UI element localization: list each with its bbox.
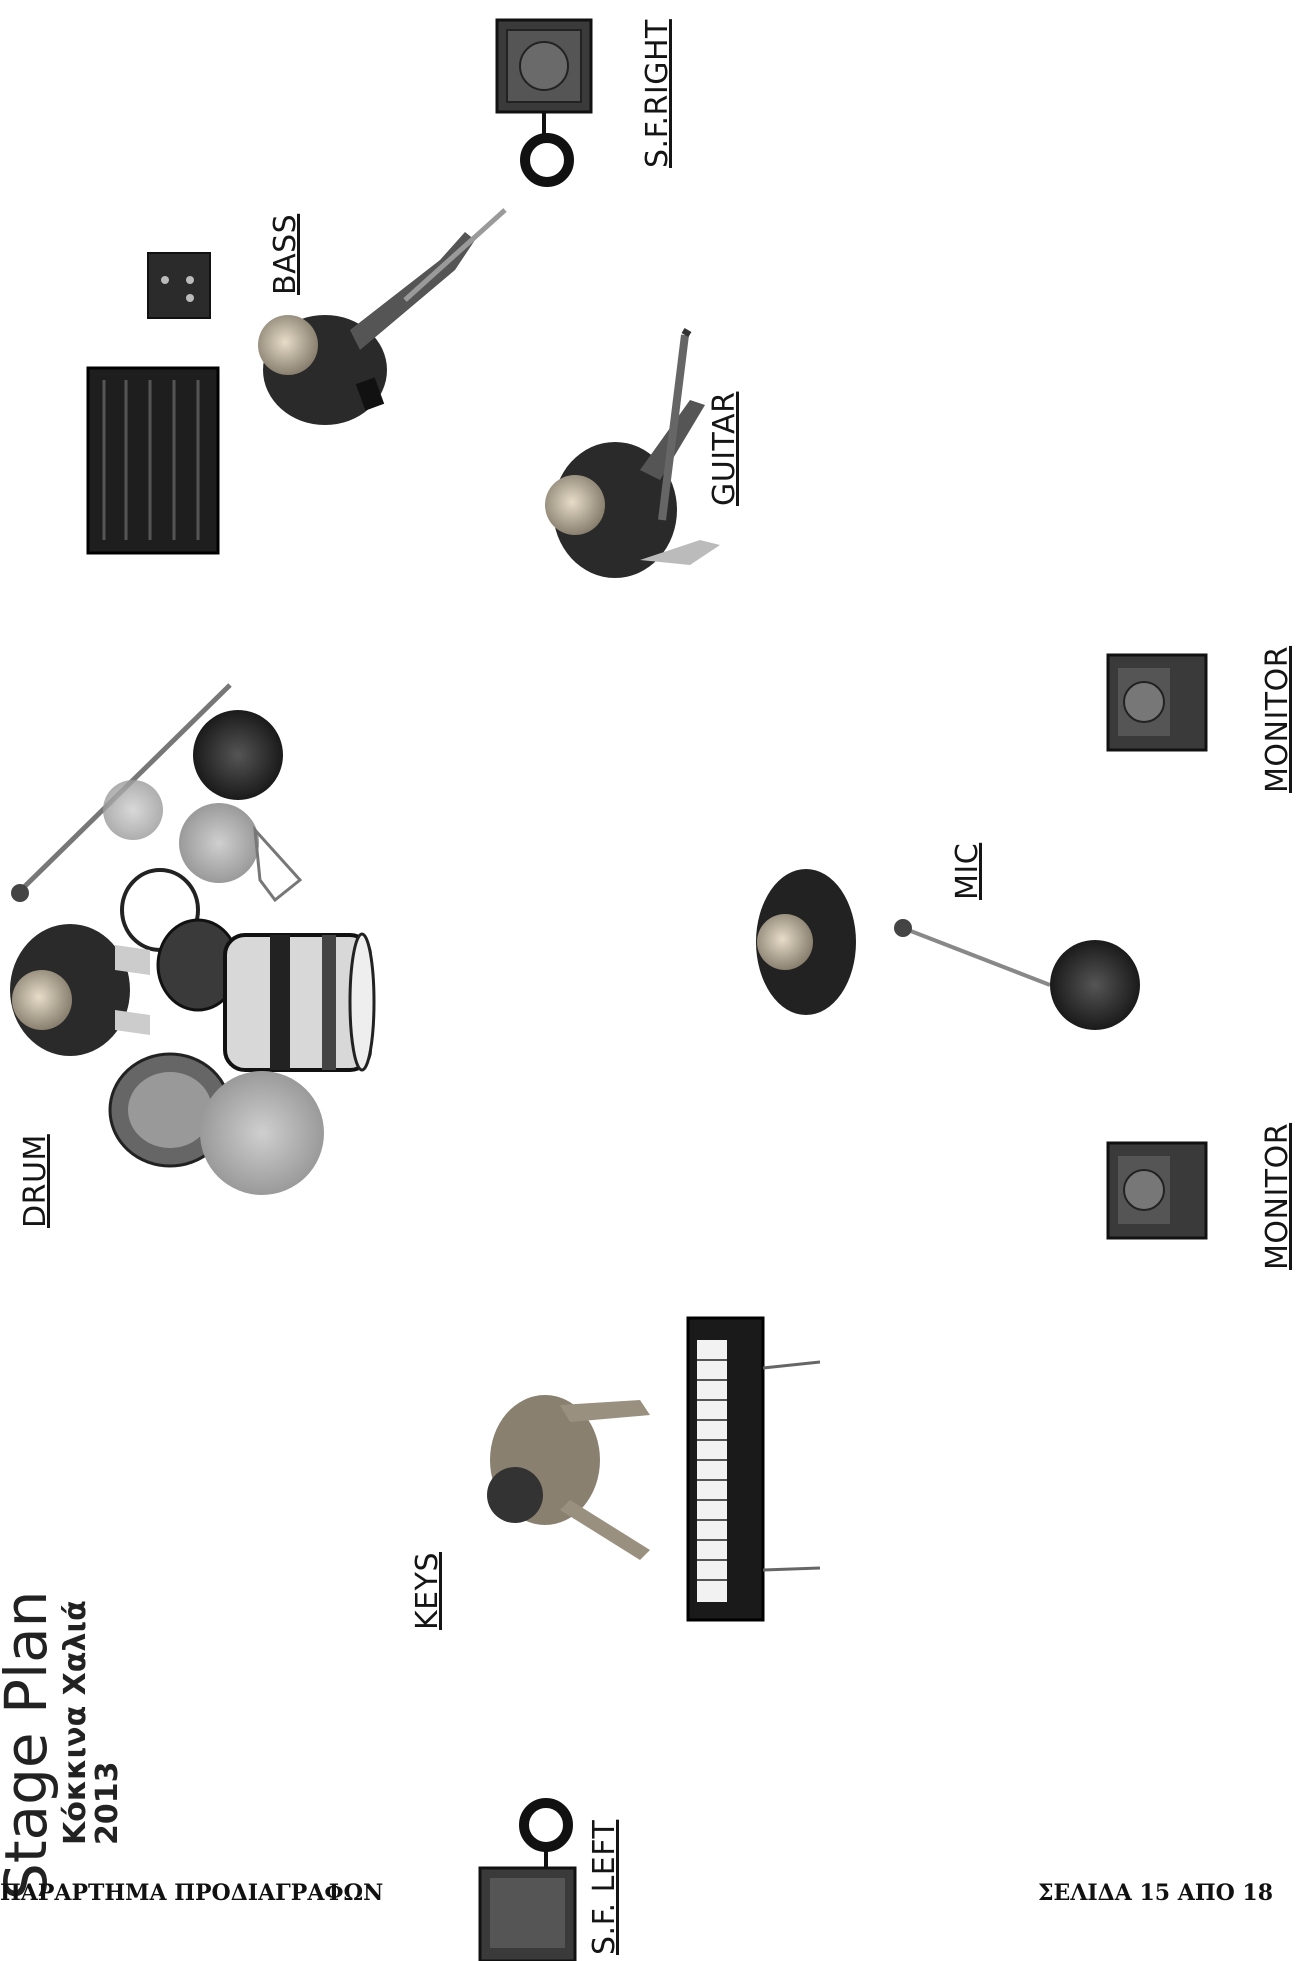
monitor-left-wedge: [1106, 1141, 1208, 1240]
label-monitor-left: MONITOR: [1260, 1122, 1295, 1270]
singer-with-mic: [756, 869, 1140, 1030]
label-keys: KEYS: [410, 1552, 445, 1630]
drum-kit: [10, 683, 376, 1195]
label-sf-left: S.F. LEFT: [587, 1819, 622, 1955]
bass-player: [258, 208, 507, 425]
title-year: 2013: [90, 1761, 125, 1846]
title-band: Κόκκινα Χαλιά: [58, 1600, 93, 1845]
sf-left-speaker: [478, 1798, 577, 1961]
guitar-player: [545, 327, 720, 578]
footer-page: ΣΕΛΙΔΑ 15 ΑΠΟ 18: [1038, 1880, 1274, 1906]
label-mic: MIC: [950, 842, 985, 900]
label-sf-right: S.F.RIGHT: [640, 19, 675, 168]
bass-cabinet: [86, 366, 220, 555]
title-main: Stage Plan: [0, 1590, 60, 1900]
sf-right-speaker: [495, 18, 593, 187]
footer-left: ΠΑΡΑΡΤΗΜΑ ΠΡΟΔΙΑΓΡΑΦΩΝ: [0, 1880, 384, 1906]
label-monitor-right: MONITOR: [1260, 645, 1295, 793]
keyboard-and-player: [487, 1316, 821, 1622]
label-drum: DRUM: [18, 1134, 53, 1228]
label-guitar: GUITAR: [707, 391, 742, 506]
label-bass: BASS: [268, 213, 303, 295]
bass-small-amp: [147, 252, 211, 319]
monitor-right-wedge: [1106, 653, 1208, 752]
